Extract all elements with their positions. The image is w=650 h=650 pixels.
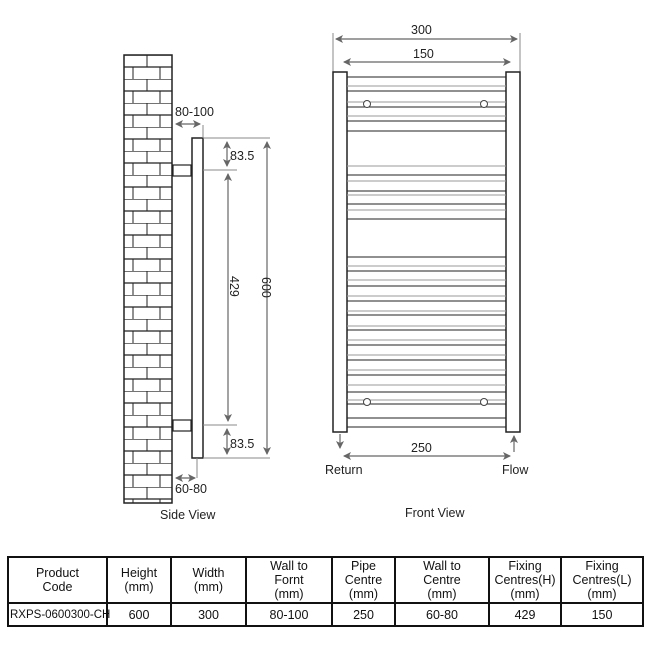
- header-height: Height(mm): [106, 556, 172, 604]
- top-offset-label: 83.5: [230, 149, 254, 163]
- header-width: Width(mm): [170, 556, 247, 604]
- fixing-hole-bottom-left: [363, 398, 371, 406]
- cell-pipe-centre: 250: [331, 602, 396, 627]
- cell-wall-to-front: 80-100: [245, 602, 333, 627]
- cell-width: 300: [170, 602, 247, 627]
- cell-height: 600: [106, 602, 172, 627]
- table-row: RXPS-0600300-CH 600 300 80-100 250 60-80…: [7, 602, 644, 627]
- pipe-centre-label: 250: [411, 441, 432, 455]
- top-bracket: [172, 164, 192, 177]
- side-view-caption: Side View: [160, 508, 216, 522]
- fixing-width-label: 150: [413, 47, 434, 61]
- fixing-centres-label: 429: [227, 276, 241, 297]
- towel-rails: [347, 76, 506, 428]
- height-label: 600: [259, 277, 273, 298]
- wall-to-front-label: 80-100: [175, 105, 214, 119]
- fixing-hole-top-left: [363, 100, 371, 108]
- return-label: Return: [325, 463, 363, 477]
- brick-wall: [123, 54, 173, 504]
- bottom-offset-label: 83.5: [230, 437, 254, 451]
- fixing-hole-bottom-right: [480, 398, 488, 406]
- flow-label: Flow: [502, 463, 529, 477]
- cell-fixing-centres-l: 150: [560, 602, 644, 627]
- side-view: 80-100 83.5 429 600 83.5 60-80 Side View: [123, 54, 273, 522]
- wall-to-centre-label: 60-80: [175, 482, 207, 496]
- width-label: 300: [411, 23, 432, 37]
- right-upright: [505, 71, 521, 433]
- left-upright: [332, 71, 348, 433]
- cell-product-code: RXPS-0600300-CH: [7, 602, 110, 627]
- front-view: 300 150: [325, 23, 529, 520]
- front-view-caption: Front View: [405, 506, 465, 520]
- cell-wall-to-centre: 60-80: [394, 602, 490, 627]
- fixing-hole-top-right: [480, 100, 488, 108]
- radiator-side-profile: [191, 137, 204, 459]
- technical-drawing: 80-100 83.5 429 600 83.5 60-80 Side View…: [123, 23, 529, 522]
- bottom-bracket: [172, 419, 192, 432]
- cell-fixing-centres-h: 429: [488, 602, 562, 627]
